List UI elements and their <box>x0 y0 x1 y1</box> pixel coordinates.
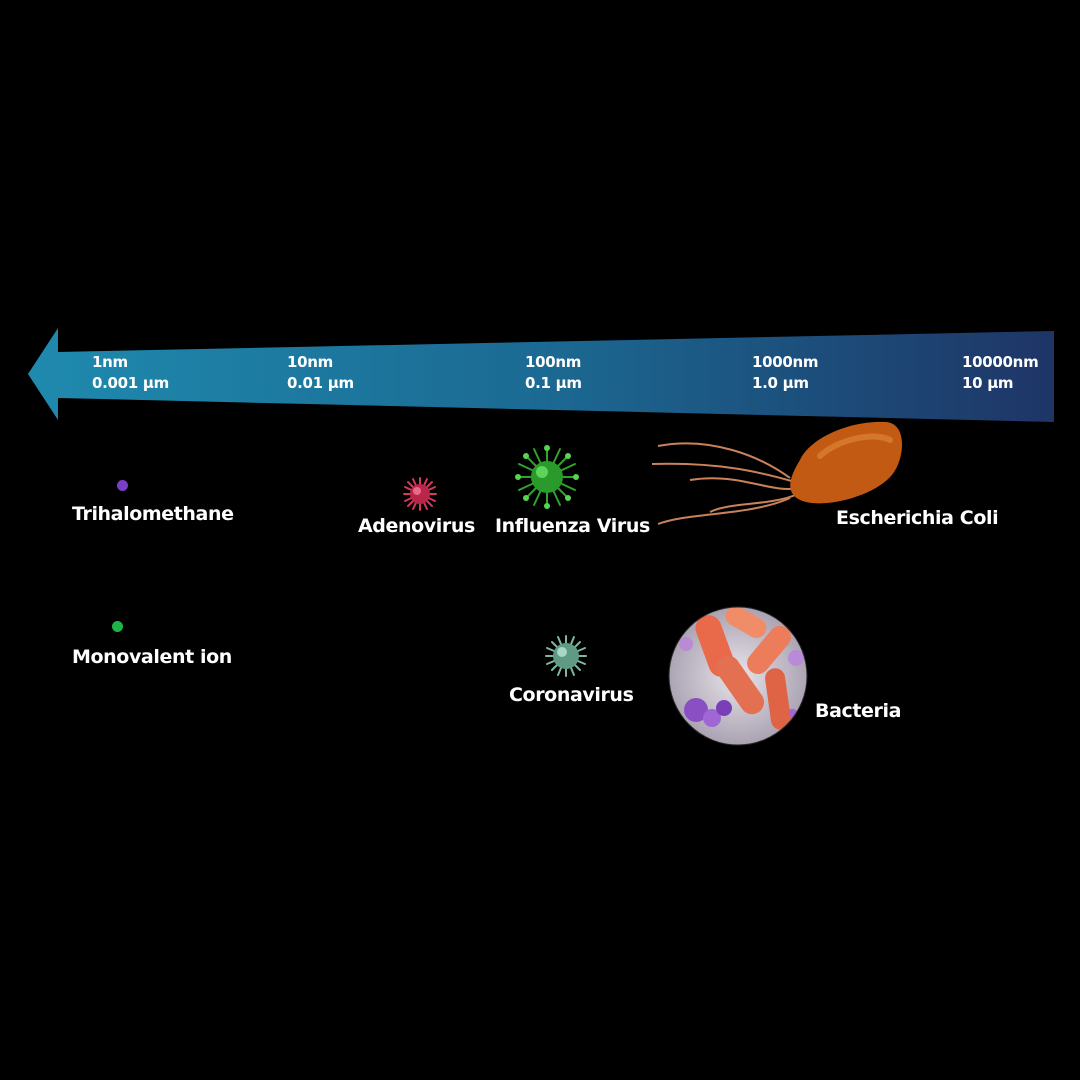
tick-um: 1.0 μm <box>752 374 809 392</box>
tick-nm: 100nm <box>525 353 582 371</box>
coronavirus-label: Coronavirus <box>509 684 634 706</box>
adenovirus-label: Adenovirus <box>358 515 475 537</box>
monovalent-ion-dot <box>112 621 123 632</box>
tick-um: 0.001 μm <box>92 374 169 392</box>
tick-um: 10 μm <box>962 374 1014 392</box>
trihalomethane-dot <box>117 480 128 491</box>
tick-nm: 10000nm <box>962 353 1039 371</box>
bacteria-label: Bacteria <box>815 700 902 722</box>
monovalent-ion-label: Monovalent ion <box>72 646 232 668</box>
tick-nm: 1000nm <box>752 353 819 371</box>
tick-100nm: 100nm 0.1 μm <box>525 352 582 394</box>
tick-nm: 10nm <box>287 353 333 371</box>
tick-um: 0.1 μm <box>525 374 582 392</box>
tick-nm: 1nm <box>92 353 128 371</box>
influenza-virus-label: Influenza Virus <box>495 515 650 537</box>
virus-icon <box>515 445 579 509</box>
escherichia-coli-label: Escherichia Coli <box>836 507 999 529</box>
tick-um: 0.01 μm <box>287 374 354 392</box>
tick-1000nm: 1000nm 1.0 μm <box>752 352 819 394</box>
tick-10000nm: 10000nm 10 μm <box>962 352 1039 394</box>
bacterium-icon <box>651 421 903 525</box>
tick-1nm: 1nm 0.001 μm <box>92 352 169 394</box>
bacteria-cluster-icon <box>668 606 808 746</box>
trihalomethane-label: Trihalomethane <box>72 503 234 525</box>
virus-icon <box>403 477 437 511</box>
virus-icon <box>545 635 587 677</box>
tick-10nm: 10nm 0.01 μm <box>287 352 354 394</box>
